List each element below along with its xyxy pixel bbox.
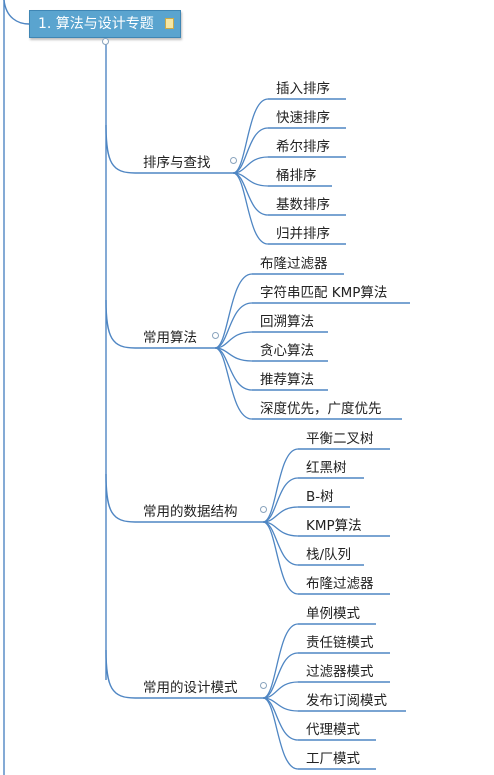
branch-4-collapse-toggle[interactable] [260, 682, 267, 689]
leaf-2-2[interactable]: 字符串匹配 KMP算法 [260, 285, 388, 301]
branch-4[interactable]: 常用的设计模式 [143, 680, 238, 696]
branch-2[interactable]: 常用算法 [143, 330, 197, 346]
leaf-4-3[interactable]: 过滤器模式 [306, 664, 374, 680]
leaf-1-5[interactable]: 基数排序 [276, 197, 330, 213]
leaf-4-5[interactable]: 代理模式 [306, 722, 360, 738]
leaf-2-1[interactable]: 布隆过滤器 [260, 256, 328, 272]
leaf-4-1[interactable]: 单例模式 [306, 606, 360, 622]
leaf-4-6[interactable]: 工厂模式 [306, 751, 360, 767]
branch-1[interactable]: 排序与查找 [143, 155, 211, 171]
leaf-3-3[interactable]: B-树 [306, 489, 334, 505]
leaf-3-4[interactable]: KMP算法 [306, 518, 362, 534]
branch-3-collapse-toggle[interactable] [260, 506, 267, 513]
leaf-2-6[interactable]: 深度优先，广度优先 [260, 401, 382, 417]
leaf-1-3[interactable]: 希尔排序 [276, 139, 330, 155]
note-icon[interactable] [165, 18, 174, 29]
branch-2-collapse-toggle[interactable] [212, 332, 219, 339]
leaf-3-1[interactable]: 平衡二叉树 [306, 431, 374, 447]
leaf-2-4[interactable]: 贪心算法 [260, 343, 314, 359]
leaf-3-6[interactable]: 布隆过滤器 [306, 576, 374, 592]
branch-1-collapse-toggle[interactable] [230, 157, 237, 164]
leaf-2-3[interactable]: 回溯算法 [260, 314, 314, 330]
root-topic[interactable]: 1. 算法与设计专题 [29, 10, 181, 38]
root-collapse-toggle[interactable] [102, 38, 109, 45]
leaf-1-6[interactable]: 归并排序 [276, 226, 330, 242]
leaf-1-4[interactable]: 桶排序 [276, 168, 317, 184]
branch-3[interactable]: 常用的数据结构 [143, 504, 238, 520]
leaf-3-2[interactable]: 红黑树 [306, 460, 347, 476]
leaf-4-2[interactable]: 责任链模式 [306, 635, 374, 651]
leaf-2-5[interactable]: 推荐算法 [260, 372, 314, 388]
leaf-1-2[interactable]: 快速排序 [276, 110, 330, 126]
leaf-3-5[interactable]: 栈/队列 [306, 547, 352, 563]
leaf-4-4[interactable]: 发布订阅模式 [306, 693, 387, 709]
leaf-1-1[interactable]: 插入排序 [276, 81, 330, 97]
root-topic-label: 1. 算法与设计专题 [38, 16, 154, 32]
